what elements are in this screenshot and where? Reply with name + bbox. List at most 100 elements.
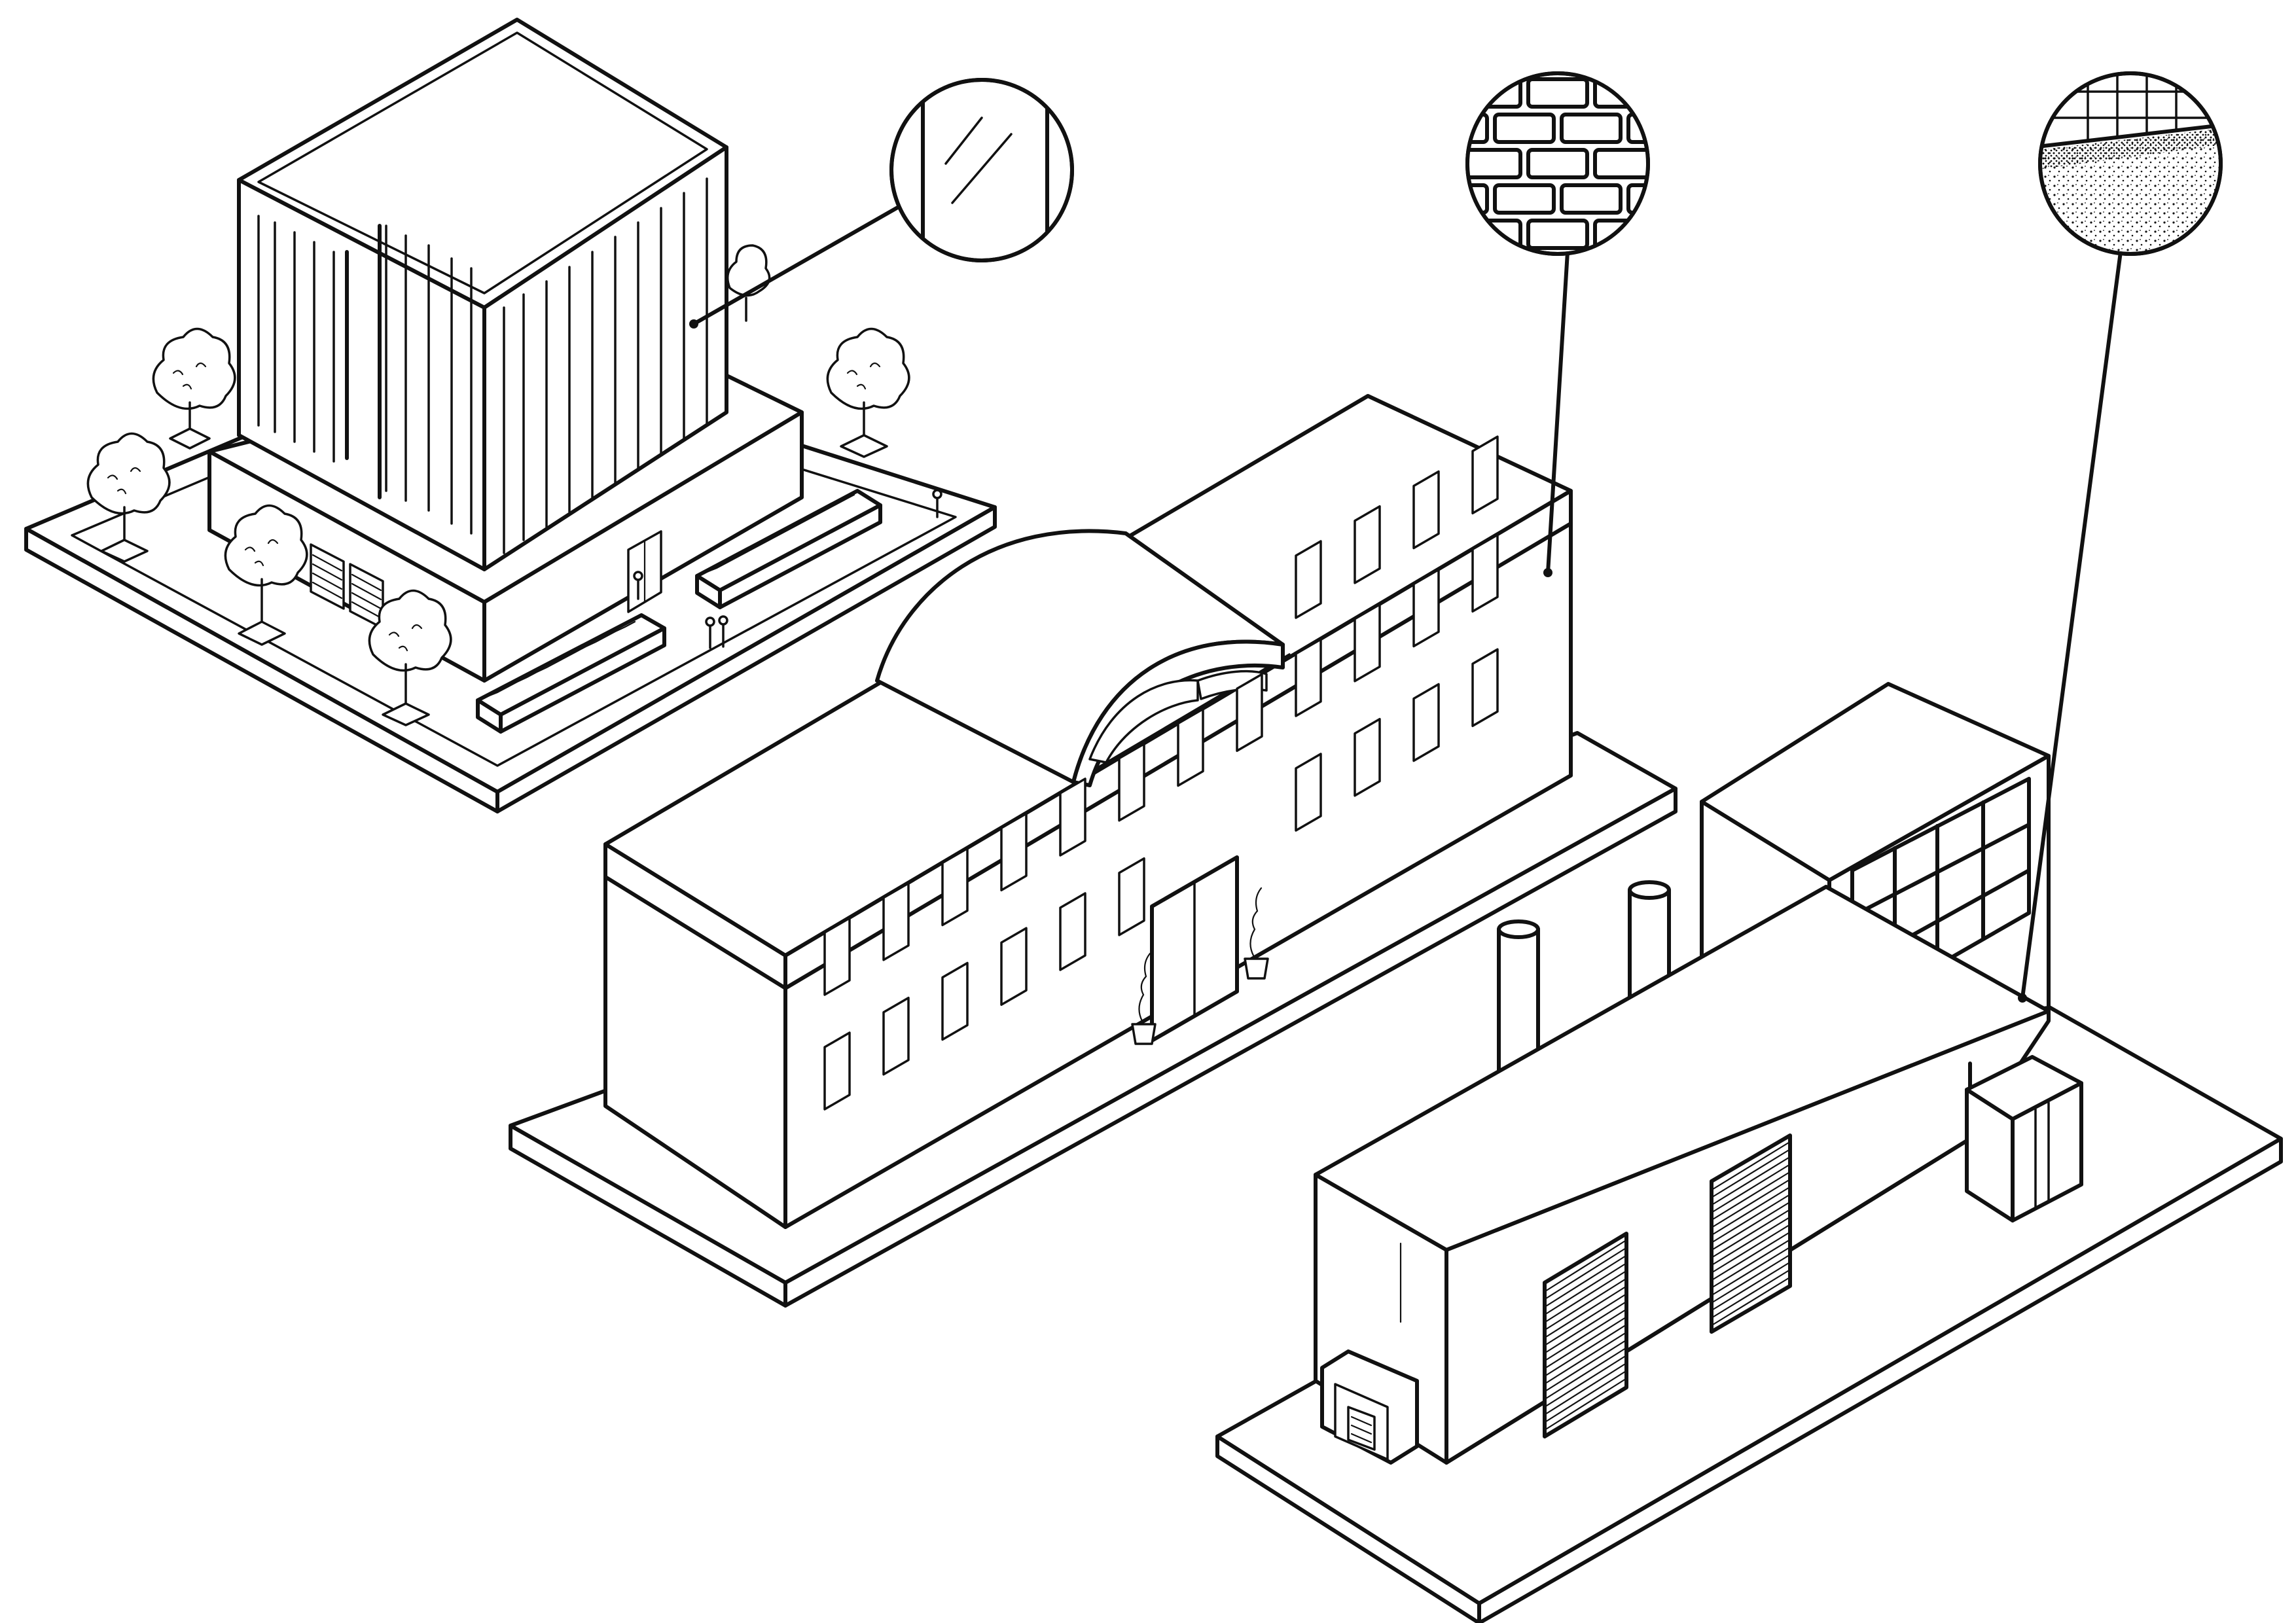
steel-callout-anchor xyxy=(2018,993,2027,1003)
steel-grid-panel-icon xyxy=(2038,71,2223,256)
brick xyxy=(1729,9,1787,36)
door-slat xyxy=(1545,1279,1626,1330)
brick xyxy=(1695,115,1754,142)
glass-callout-anchor xyxy=(689,319,698,329)
brick xyxy=(1595,291,1654,319)
brick xyxy=(1729,291,1787,319)
tree-5 xyxy=(826,327,910,458)
door-slat xyxy=(1712,1149,1789,1198)
facade-window xyxy=(1354,505,1381,584)
brick xyxy=(1729,79,1787,107)
brick xyxy=(1729,221,1787,248)
brick xyxy=(1526,77,1589,109)
facade-window xyxy=(823,1031,851,1111)
door-slat xyxy=(1545,1379,1626,1430)
door-slat xyxy=(1712,1262,1789,1310)
door-slat xyxy=(1545,1248,1626,1299)
brick xyxy=(1428,256,1487,283)
glass-callout-leader xyxy=(692,204,902,326)
door-slat xyxy=(1712,1255,1789,1303)
brick xyxy=(1562,44,1621,71)
brick-callout-anchor xyxy=(1543,568,1552,577)
brick-wall-icon xyxy=(1328,9,1821,319)
facade-window xyxy=(1471,648,1499,727)
brick xyxy=(1328,221,1387,248)
brick xyxy=(1695,185,1754,213)
door-slat xyxy=(1712,1164,1789,1213)
facade-window xyxy=(882,997,910,1076)
door-slat xyxy=(1712,1172,1789,1220)
office-planter-right xyxy=(695,489,882,609)
door-slat xyxy=(1712,1187,1789,1235)
steel-callout-leader xyxy=(2020,250,2123,1000)
brick xyxy=(1662,79,1721,107)
tree-4 xyxy=(368,589,452,726)
door-slat xyxy=(1712,1157,1789,1205)
door-slat xyxy=(1545,1294,1626,1346)
door-slat xyxy=(1712,1232,1789,1280)
tower-glass-panels-front xyxy=(257,215,473,535)
brick xyxy=(1526,219,1589,250)
podium-vent-left xyxy=(310,543,345,610)
brick xyxy=(1593,148,1648,179)
brick xyxy=(1628,256,1687,283)
glass-curtain-wall-icon xyxy=(889,78,1074,262)
brick xyxy=(1495,256,1554,283)
office-tower xyxy=(24,18,997,813)
brick xyxy=(1467,148,1522,179)
brick xyxy=(1562,256,1621,283)
brick xyxy=(1729,150,1787,177)
tree-1 xyxy=(152,327,236,450)
facade-window xyxy=(1354,718,1381,797)
door-slat xyxy=(1545,1256,1626,1307)
door-slat xyxy=(1712,1179,1789,1228)
entrance-plant-right xyxy=(1244,887,1269,980)
office-planter-front xyxy=(476,613,666,734)
brick xyxy=(1361,185,1420,213)
brick xyxy=(1695,44,1754,71)
door-slat xyxy=(1545,1271,1626,1322)
brick xyxy=(1595,9,1654,36)
facade-window xyxy=(1412,683,1440,762)
door-slat xyxy=(1545,1317,1626,1368)
brick xyxy=(1662,291,1721,319)
facade-window xyxy=(1236,673,1263,752)
tree-2 xyxy=(86,432,171,563)
door-slat xyxy=(1712,1270,1789,1318)
brick xyxy=(1495,44,1554,71)
door-slat xyxy=(1545,1310,1626,1361)
brick xyxy=(1662,221,1721,248)
facade-window xyxy=(1177,707,1204,787)
door-slat xyxy=(1545,1287,1626,1338)
facade-window xyxy=(1059,777,1086,857)
brick xyxy=(1328,150,1387,177)
brick xyxy=(1328,79,1387,107)
factory-hvac-unit xyxy=(1965,1055,2083,1222)
brick xyxy=(1328,9,1387,36)
facade-window xyxy=(1118,743,1145,822)
office-tower-block xyxy=(237,18,728,571)
door-slat xyxy=(1545,1263,1626,1315)
door-slat xyxy=(1545,1348,1626,1399)
entrance-plant-left xyxy=(1131,952,1157,1045)
facade-window xyxy=(1471,533,1499,613)
brick xyxy=(1662,150,1721,177)
facade-window xyxy=(1000,812,1028,891)
classical-building xyxy=(509,250,1677,1308)
rollup-door-slats xyxy=(1545,1142,1789,1430)
classical-entrance-door xyxy=(1150,855,1239,1043)
brick xyxy=(1361,115,1420,142)
brick xyxy=(1762,115,1821,142)
door-slat xyxy=(1712,1224,1789,1273)
brick xyxy=(1628,44,1687,71)
door-slat xyxy=(1712,1217,1789,1265)
person-figure-1 xyxy=(932,489,942,518)
brick xyxy=(1428,44,1487,71)
brick xyxy=(1560,183,1623,215)
podium-entrance-door xyxy=(627,530,662,613)
facade-window xyxy=(941,961,969,1041)
facade-window xyxy=(1412,470,1440,550)
brick xyxy=(1695,256,1754,283)
facade-window xyxy=(1000,927,1028,1006)
brick xyxy=(1762,44,1821,71)
